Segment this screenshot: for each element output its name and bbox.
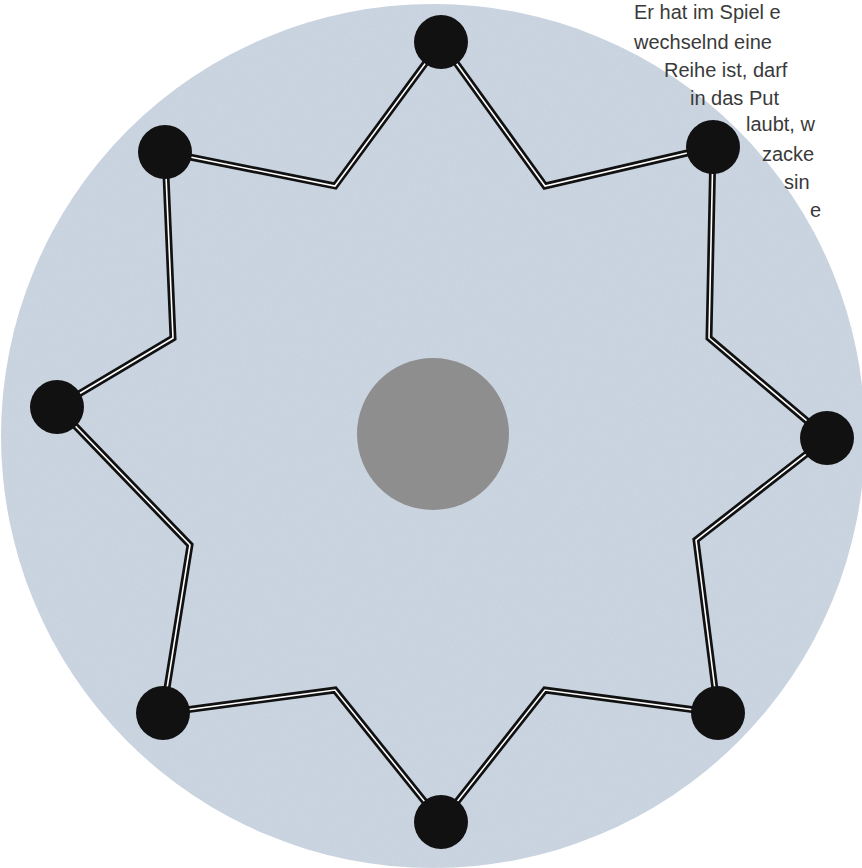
text-fragment: in das Put bbox=[690, 86, 779, 110]
center-hole bbox=[357, 358, 509, 510]
board-disc bbox=[1, 4, 862, 868]
text-fragment: Reihe ist, darf bbox=[664, 58, 787, 82]
peg-hole bbox=[686, 120, 740, 174]
peg-hole bbox=[414, 15, 468, 69]
text-fragment: Er hat im Spiel e bbox=[634, 0, 781, 24]
peg-hole bbox=[691, 686, 745, 740]
text-fragment: e bbox=[810, 198, 821, 222]
text-fragment: zacke bbox=[762, 142, 814, 166]
peg-hole bbox=[800, 411, 854, 465]
text-fragment: wechselnd eine bbox=[634, 30, 772, 54]
peg-holes bbox=[30, 15, 854, 849]
peg-hole bbox=[30, 380, 84, 434]
peg-hole bbox=[138, 125, 192, 179]
text-fragment: laubt, w bbox=[746, 112, 815, 136]
peg-hole bbox=[414, 795, 468, 849]
star-track-outer bbox=[57, 42, 827, 822]
peg-hole bbox=[136, 686, 190, 740]
text-fragment: sin bbox=[784, 170, 810, 194]
star-track-inner bbox=[57, 42, 827, 822]
